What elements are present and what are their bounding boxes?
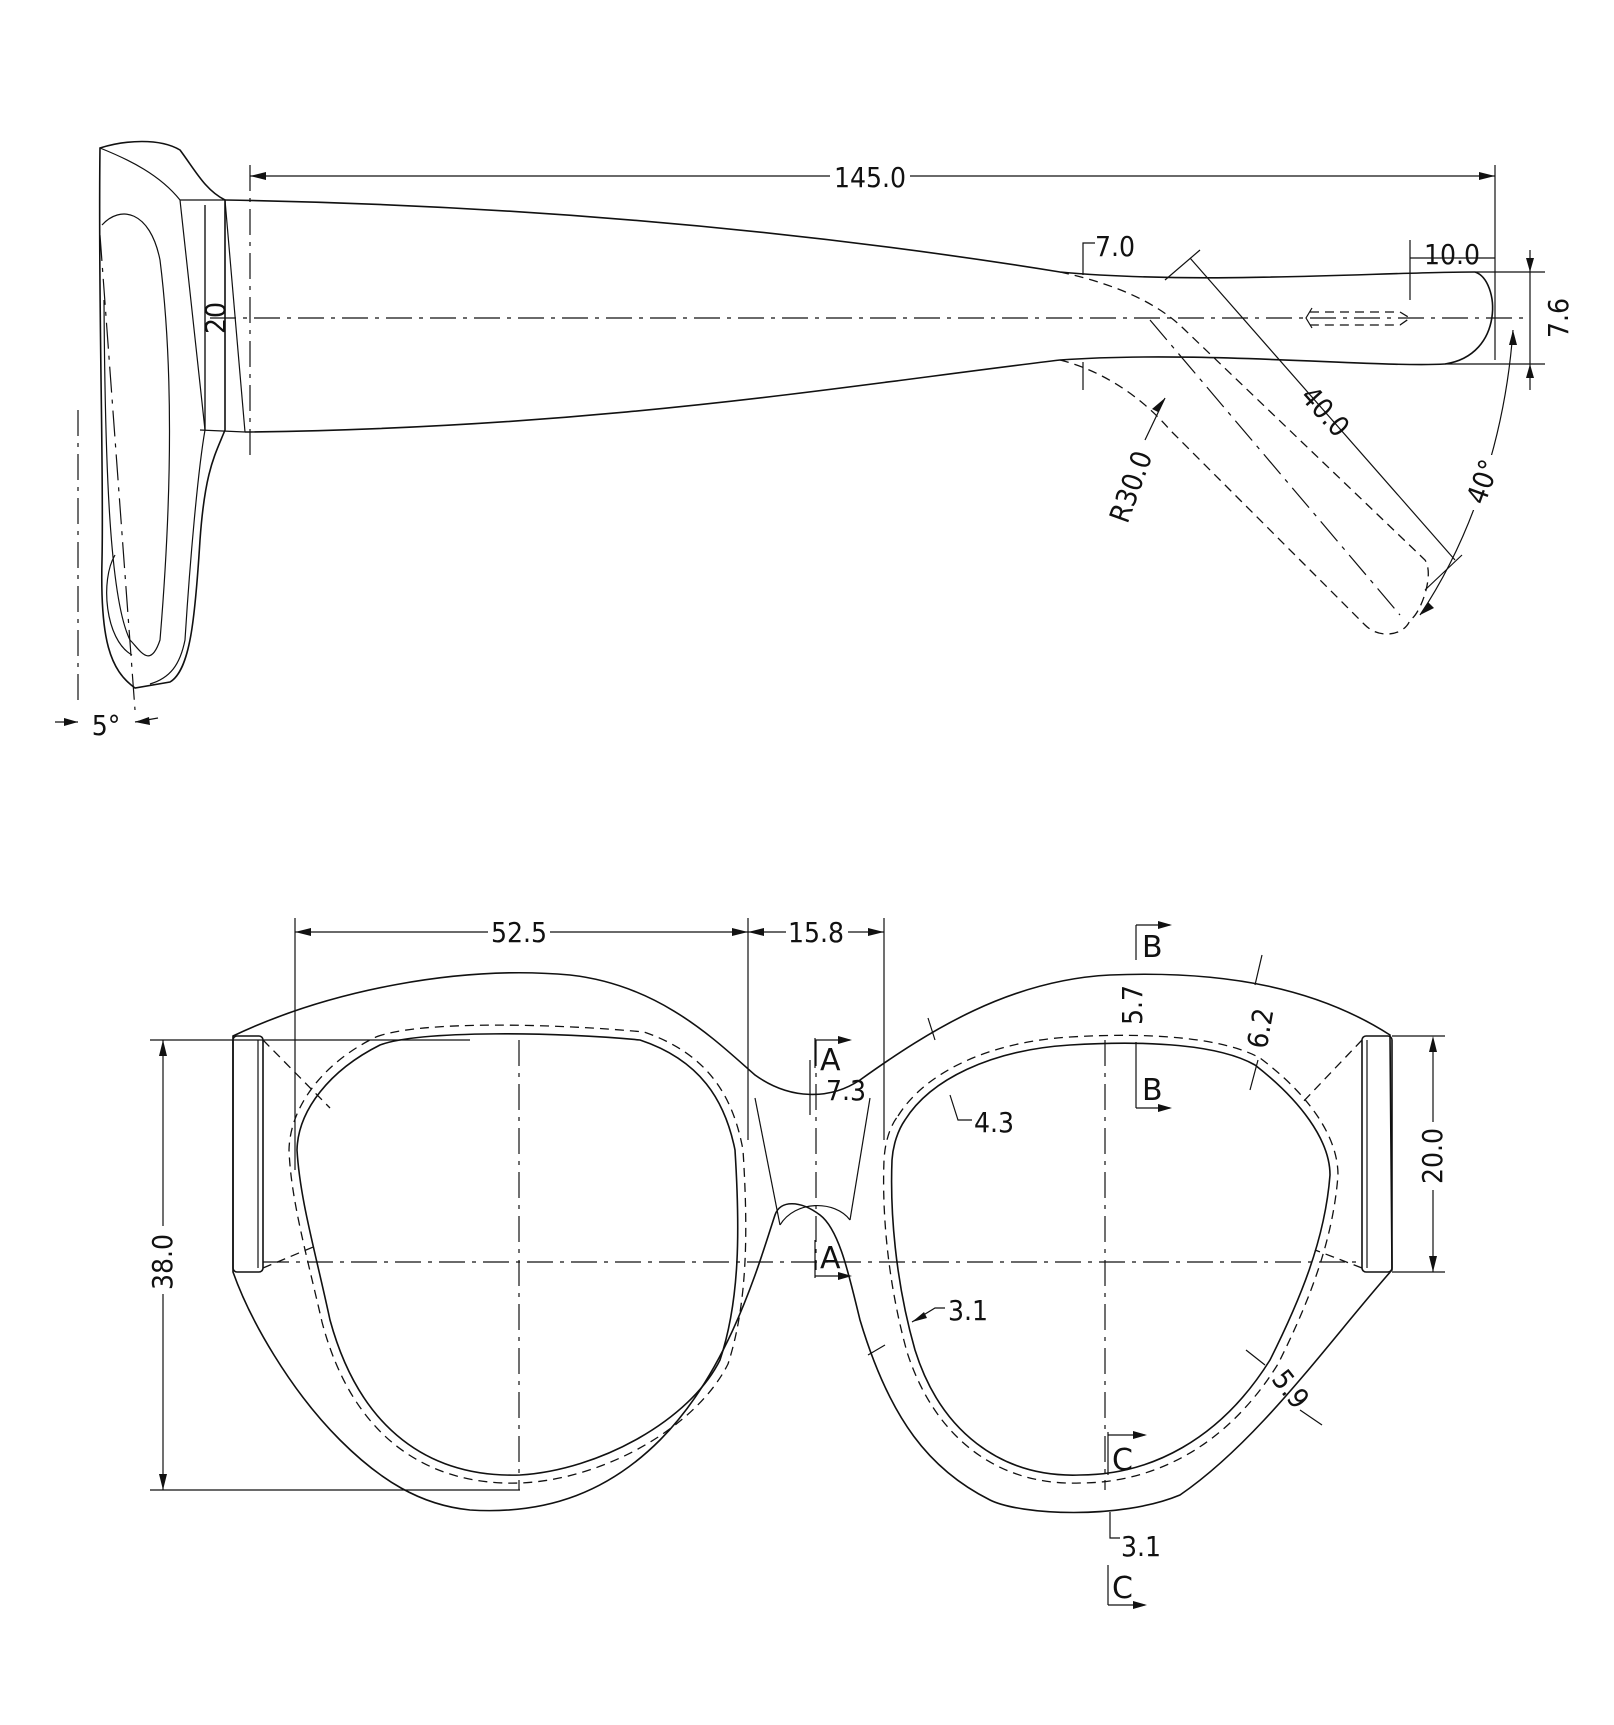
frame-profile-inner <box>99 147 206 685</box>
arrowhead <box>1152 398 1165 412</box>
bent-temple-outer <box>1059 271 1429 621</box>
right-lens-inner <box>890 1042 1331 1476</box>
arrowhead <box>1479 172 1495 180</box>
bridge-edge <box>849 1097 871 1221</box>
bridge-inner <box>779 1205 851 1226</box>
arrowhead <box>748 928 764 936</box>
rim-upper-outer-label: 6.2 <box>1241 1006 1280 1051</box>
leader-line <box>949 1094 972 1121</box>
extension-line <box>1164 249 1201 281</box>
leader-line <box>1299 1409 1323 1426</box>
arrowhead <box>64 718 78 726</box>
lens-height-side-label: 20 <box>199 302 232 334</box>
screw-detail <box>1310 311 1412 326</box>
section-label-b: B <box>1142 930 1163 965</box>
section-label-b: B <box>1142 1073 1163 1108</box>
rim-inner-bottom-label: 3.1 <box>948 1294 988 1327</box>
extension-line <box>1424 554 1463 591</box>
section-marker-b-bottom: B <box>1135 1042 1172 1112</box>
section-marker-a-bottom: A <box>814 1240 852 1280</box>
hinge-connector <box>1299 1039 1363 1106</box>
section-label-c: C <box>1112 1571 1133 1606</box>
leader-line <box>1249 1059 1259 1091</box>
lens-height-label: 38.0 <box>146 1234 179 1290</box>
section-marker-b-top: B <box>1135 921 1172 965</box>
offset-top-label: 7.0 <box>1095 230 1135 263</box>
hinge-connector <box>262 1244 319 1269</box>
arrowhead <box>159 1040 167 1056</box>
section-label-a: A <box>820 1043 841 1078</box>
slab-line <box>224 199 246 433</box>
arrowhead <box>732 928 748 936</box>
arrowhead <box>1526 258 1534 272</box>
leader-line <box>1109 1512 1120 1539</box>
rim-top-label: 5.7 <box>1116 985 1149 1025</box>
arrowhead <box>250 172 266 180</box>
rim-inner-top-label: 4.3 <box>974 1106 1014 1139</box>
leader-line <box>1245 1349 1266 1366</box>
dim-line <box>1189 257 1456 561</box>
tip-length-label: 10.0 <box>1424 238 1480 271</box>
arrowhead <box>295 928 311 936</box>
temple-upper-edge <box>224 199 1476 279</box>
section-label-c: C <box>1112 1443 1133 1478</box>
section-marker-c-bottom: C <box>1107 1565 1147 1609</box>
tip-height-label: 7.6 <box>1542 298 1575 338</box>
lens-profile-lower <box>106 554 133 656</box>
bend-radius-label: R30.0 <box>1103 447 1159 527</box>
leader-line <box>1082 242 1095 275</box>
section-marker-a-top: A <box>814 1036 852 1078</box>
arrowhead <box>1526 364 1534 378</box>
frame-profile <box>98 140 226 689</box>
arrowhead <box>1509 330 1517 345</box>
arrowhead <box>159 1474 167 1490</box>
right-lens-groove <box>882 1034 1339 1484</box>
arrowhead <box>135 717 150 725</box>
arrowhead <box>868 928 884 936</box>
arrowhead <box>1429 1036 1437 1052</box>
right-hinge <box>1361 1035 1393 1273</box>
hinge-height-label: 20.0 <box>1416 1128 1449 1184</box>
leader-line <box>867 1344 886 1356</box>
rim-bottom-label: 3.1 <box>1121 1530 1161 1563</box>
left-lens-inner <box>296 1033 739 1476</box>
arrowhead <box>912 1312 927 1322</box>
bent-temple-axis <box>1149 319 1401 616</box>
arrowhead <box>1429 1256 1437 1272</box>
leader-line <box>927 1017 936 1041</box>
frame-outer <box>232 972 1393 1514</box>
hinge-connector <box>262 1039 331 1109</box>
left-lens-groove <box>288 1024 747 1484</box>
section-label-a: A <box>820 1241 841 1276</box>
left-hinge <box>232 1035 264 1273</box>
bridge-width-label: 15.8 <box>788 916 844 949</box>
lens-profile <box>101 213 171 657</box>
leader-line <box>1144 397 1166 441</box>
bend-length-label: 40.0 <box>1294 380 1356 444</box>
slab-line <box>199 429 246 433</box>
temple-length-label: 145.0 <box>834 161 906 194</box>
front-view: 52.5 15.8 38.0 20.0 7.3 5.7 6.2 <box>146 916 1449 1609</box>
tilt-reference-line <box>99 234 136 711</box>
bridge-edge <box>754 1097 781 1226</box>
leader-line <box>1254 954 1263 986</box>
side-view: 145.0 20 7.0 10.0 7.6 40.0 R30.0 40 <box>55 140 1575 742</box>
bent-temple-inner <box>1059 359 1411 635</box>
bridge-height-label: 7.3 <box>826 1074 866 1107</box>
arrowhead <box>1420 602 1434 615</box>
section-marker-c-top: C <box>1107 1431 1147 1478</box>
tilt-angle-label: 5° <box>92 709 121 742</box>
screw-head <box>1305 307 1313 329</box>
temple-lower-edge <box>244 356 1446 433</box>
hinge-connector <box>1314 1249 1363 1269</box>
lens-width-label: 52.5 <box>491 916 547 949</box>
